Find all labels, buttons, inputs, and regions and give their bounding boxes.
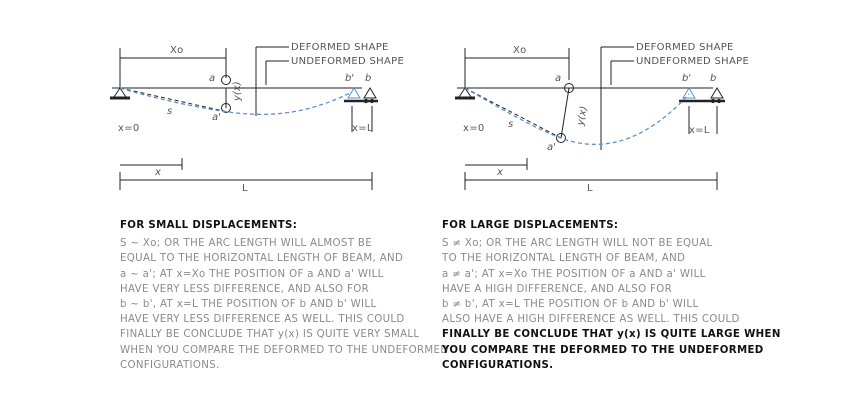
- notes-line: a ~ a'; AT x=Xo THE POSITION OF a AND a'…: [120, 268, 384, 280]
- x-l-label: x=L: [352, 123, 373, 134]
- undeformed-shape-label: UNDEFORMED SHAPE: [291, 56, 404, 67]
- undeformed-shape-label: UNDEFORMED SHAPE: [636, 56, 749, 67]
- notes-line: WHEN YOU COMPARE THE DEFORMED TO THE UND…: [120, 344, 449, 356]
- point-b-prime-label: b': [345, 73, 354, 84]
- notes-line: EQUAL TO THE HORIZONTAL LENGTH OF BEAM, …: [120, 253, 404, 265]
- point-a-prime-label: a': [547, 142, 556, 153]
- notes-line: HAVE VERY LESS DIFFERENCE, AND ALSO FOR: [120, 283, 370, 295]
- notes-line: FINALLY BE CONCLUDE THAT y(x) IS QUITE V…: [120, 329, 420, 341]
- notes-heading: FOR SMALL DISPLACEMENTS:: [120, 220, 298, 231]
- notes-heading: FOR LARGE DISPLACEMENTS:: [442, 220, 619, 231]
- notes-line: HAVE A HIGH DIFFERENCE, AND ALSO FOR: [442, 283, 673, 295]
- notes-line-conclusion: YOU COMPARE THE DEFORMED TO THE UNDEFORM…: [442, 344, 764, 356]
- x-dim-label: x: [154, 167, 161, 178]
- notes-line: HAVE VERY LESS DIFFERENCE AS WELL. THIS …: [120, 314, 405, 326]
- notes-line: S ~ Xo; OR THE ARC LENGTH WILL ALMOST BE: [120, 238, 373, 250]
- large-displacement-notes: FOR LARGE DISPLACEMENTS: S ≠ Xo; OR THE …: [442, 218, 781, 373]
- deformed-shape-label: DEFORMED SHAPE: [636, 42, 734, 53]
- deformed-curve: [119, 87, 353, 116]
- x-l-label: x=L: [689, 125, 710, 136]
- point-b-label: b: [365, 73, 371, 84]
- notes-line-conclusion: FINALLY BE CONCLUDE THAT y(x) IS QUITE L…: [442, 329, 781, 341]
- notes-line: b ~ b', AT x=L THE POSITION OF b AND b' …: [120, 299, 377, 311]
- notes-line: TO THE HORIZONTAL LENGTH OF BEAM, AND: [442, 253, 686, 265]
- point-a-label: a: [555, 73, 561, 84]
- notes-line: S ≠ Xo; OR THE ARC LENGTH WILL NOT BE EQ…: [442, 238, 713, 250]
- x-zero-label: x=0: [118, 123, 140, 134]
- notes-line-conclusion: CONFIGURATIONS.: [442, 359, 554, 371]
- yx-label: y(x): [575, 105, 590, 127]
- deformed-curve: [464, 87, 690, 146]
- notes-line: CONFIGURATIONS.: [120, 359, 220, 371]
- x-zero-label: x=0: [463, 123, 485, 134]
- point-a-label: a: [209, 73, 215, 84]
- point-b-prime-label: b': [682, 73, 691, 84]
- small-displacement-diagram: Xo DEFORMED SHAPE UNDEFORMED SHAPE a a' …: [110, 42, 404, 194]
- xo-label: Xo: [513, 45, 527, 56]
- large-displacement-diagram: Xo DEFORMED SHAPE UNDEFORMED SHAPE a a' …: [455, 42, 749, 194]
- notes-line: a ≠ a'; AT x=Xo THE POSITION OF a AND a'…: [442, 268, 706, 280]
- xo-label: Xo: [170, 45, 184, 56]
- notes-line: ALSO HAVE A HIGH DIFFERENCE AS WELL. THI…: [442, 314, 740, 326]
- l-dim-label: L: [242, 183, 248, 194]
- point-b-label: b: [710, 73, 716, 84]
- notes-line: b ≠ b', AT x=L THE POSITION OF b AND b' …: [442, 299, 699, 311]
- arc-s-label: s: [167, 106, 172, 117]
- arc-s-label: s: [508, 119, 513, 130]
- yx-label: y(x): [232, 81, 243, 102]
- deformed-shape-label: DEFORMED SHAPE: [291, 42, 389, 53]
- point-a-prime-label: a': [212, 112, 221, 123]
- small-displacement-notes: FOR SMALL DISPLACEMENTS: S ~ Xo; OR THE …: [120, 218, 449, 373]
- l-dim-label: L: [587, 183, 593, 194]
- x-dim-label: x: [496, 167, 503, 178]
